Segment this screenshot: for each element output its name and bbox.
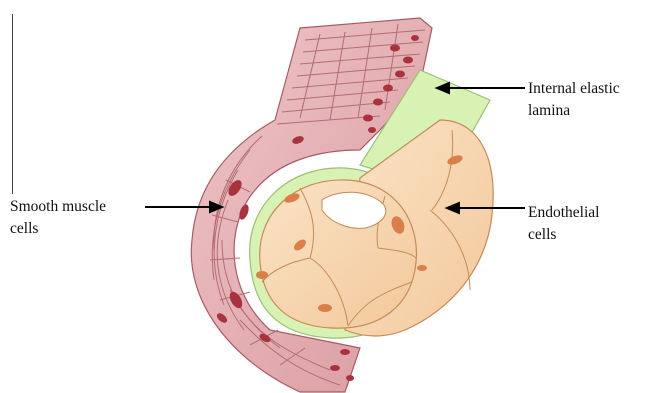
label-smooth-muscle-line2: cells <box>10 218 106 240</box>
label-elastic-line2: lamina <box>528 100 620 122</box>
label-elastic-line1: Internal elastic <box>528 78 620 100</box>
label-endothelial-cells: Endothelial cells <box>528 202 599 246</box>
label-endothelial-line1: Endothelial <box>528 202 599 224</box>
label-smooth-muscle-line1: Smooth muscle <box>10 196 106 218</box>
label-endothelial-line2: cells <box>528 224 599 246</box>
label-internal-elastic-lamina: Internal elastic lamina <box>528 78 620 122</box>
label-smooth-muscle-cells: Smooth muscle cells <box>10 196 106 240</box>
